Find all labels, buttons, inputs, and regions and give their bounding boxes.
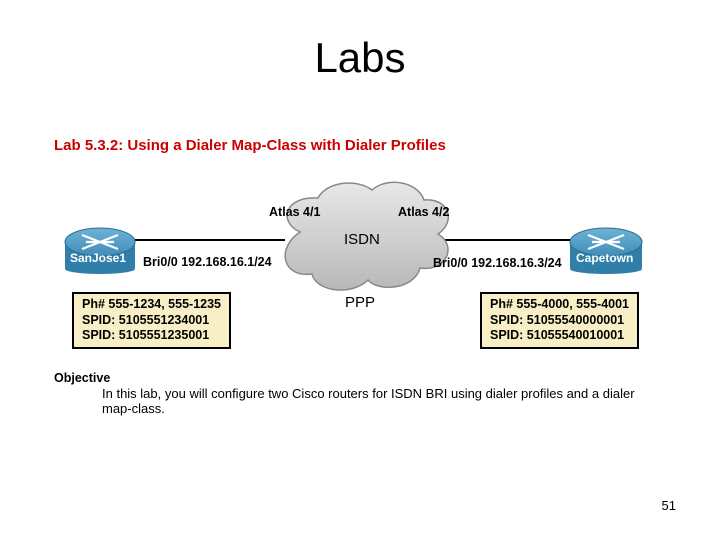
router-sanjose1 [64, 227, 136, 274]
page-number: 51 [661, 498, 676, 513]
interface-label-sanjose1: Bri0/0 192.168.16.1/24 [143, 255, 272, 269]
isdn-cloud [284, 181, 449, 291]
router-arrows-icon [587, 233, 625, 251]
interface-label-capetown: Bri0/0 192.168.16.3/24 [433, 256, 562, 270]
lab-title: Lab 5.3.2: Using a Dialer Map-Class with… [54, 137, 446, 154]
switch-label-left: Atlas 4/1 [269, 205, 321, 219]
router-capetown [569, 227, 643, 274]
phone-numbers: Ph# 555-1234, 555-1235 [82, 297, 221, 311]
router-arrows-icon [81, 233, 119, 251]
router-name-sanjose1: SanJose1 [70, 251, 127, 265]
cloud-label-ppp: PPP [345, 294, 376, 311]
objective-heading: Objective [54, 371, 111, 385]
phone-numbers: Ph# 555-4000, 555-4001 [490, 297, 629, 311]
info-box-capetown: Ph# 555-4000, 555-4001 SPID: 51055540000… [480, 292, 639, 349]
spid-1: SPID: 5105551234001 [82, 312, 210, 327]
spid-2: SPID: 5105551235001 [82, 328, 210, 342]
spid-2: SPID: 51055540010001 [490, 328, 625, 342]
info-box-sanjose1: Ph# 555-1234, 555-1235 SPID: 51055512340… [72, 292, 231, 349]
router-name-capetown: Capetown [576, 251, 634, 265]
switch-label-right: Atlas 4/2 [398, 205, 450, 219]
spid-1: SPID: 51055540000001 [490, 312, 625, 327]
objective-text: In this lab, you will configure two Cisc… [102, 386, 635, 416]
slide-title: Labs [314, 34, 406, 81]
cloud-label-isdn: ISDN [344, 231, 380, 248]
